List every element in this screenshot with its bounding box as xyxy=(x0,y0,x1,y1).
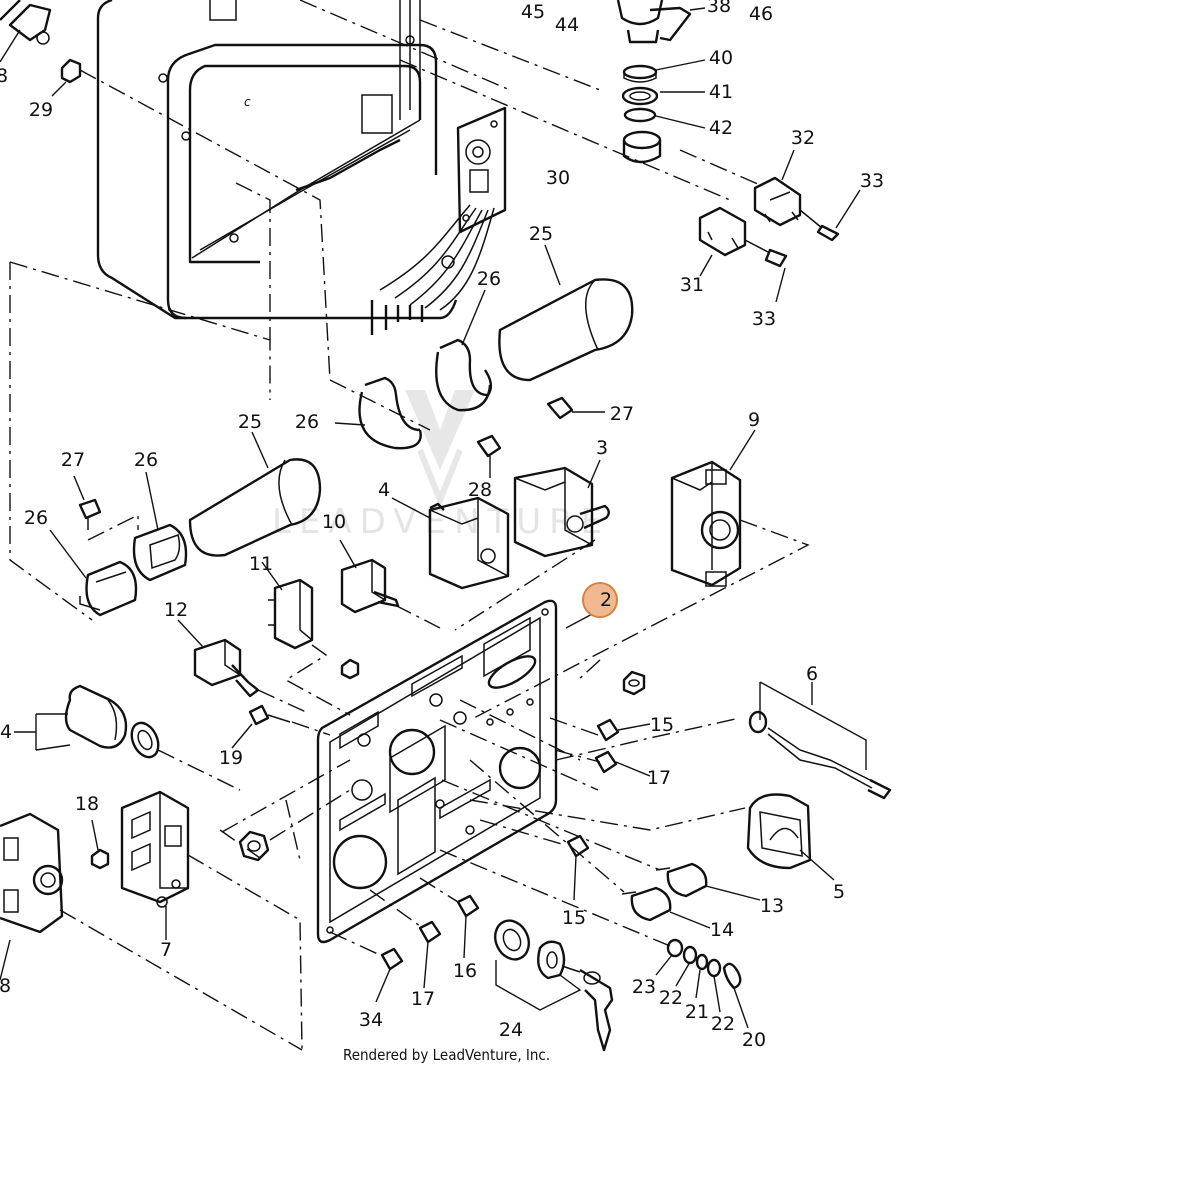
callout-c21: 21 xyxy=(685,1001,709,1023)
callout-c45: 45 xyxy=(521,1,545,23)
parts-31-33-brackets xyxy=(698,149,861,303)
part-12-toggle-switch xyxy=(177,619,260,698)
callout-c26b: 26 xyxy=(295,411,319,433)
callout-c41: 41 xyxy=(709,81,733,103)
part-15-screw-lower xyxy=(566,834,590,901)
callout-c28: 28 xyxy=(468,479,492,501)
part-17-screw-lower xyxy=(418,920,442,989)
callout-c4b: 4 xyxy=(0,721,12,743)
callout-c2: 2 xyxy=(600,589,612,611)
callout-c24: 24 xyxy=(499,1019,523,1041)
part-25-capacitor-left xyxy=(188,431,322,557)
part-10-switch xyxy=(339,539,400,614)
callout-c18: 18 xyxy=(75,793,99,815)
callout-c19: 19 xyxy=(219,747,243,769)
callout-c5: 5 xyxy=(833,881,845,903)
callout-c15b: 15 xyxy=(562,907,586,929)
part-5-meter xyxy=(746,793,835,881)
part-26-clamp-left-b xyxy=(49,529,138,617)
callout-c31: 31 xyxy=(680,274,704,296)
callout-c32: 32 xyxy=(791,127,815,149)
callout-c20: 20 xyxy=(742,1029,766,1051)
callout-c38: 38 xyxy=(707,0,731,17)
part-nut-lower-left xyxy=(238,830,270,862)
callout-c12: 12 xyxy=(164,599,188,621)
callout-c7: 7 xyxy=(160,939,172,961)
callout-c4a: 4 xyxy=(378,479,390,501)
part-4-circuit-breaker xyxy=(391,496,510,590)
part-2-control-panel xyxy=(316,599,597,944)
part-13-terminal xyxy=(655,862,761,901)
callout-c27b: 27 xyxy=(61,449,85,471)
part-11-switch xyxy=(261,561,314,650)
callout-c26d: 26 xyxy=(24,507,48,529)
callout-c22b: 22 xyxy=(711,1013,735,1035)
part-7-gfci-outlet xyxy=(120,790,190,940)
callout-c17b: 17 xyxy=(411,988,435,1010)
callout-c34: 34 xyxy=(359,1009,383,1031)
part-3-circuit-breaker xyxy=(513,459,610,558)
callout-c10: 10 xyxy=(322,511,346,533)
callout-c46: 46 xyxy=(749,3,773,25)
part-30-circuit-board xyxy=(370,106,507,335)
part-nut-right xyxy=(622,670,646,696)
part-27-screw-left xyxy=(73,475,102,530)
callout-c42: 42 xyxy=(709,117,733,139)
callout-c33a: 33 xyxy=(860,170,884,192)
callout-c26c: 26 xyxy=(134,449,158,471)
part-24-key-switch xyxy=(494,919,614,1052)
part-27-screw-upper xyxy=(546,396,605,420)
part-8-top-left xyxy=(0,0,52,63)
part-28-screw xyxy=(476,434,502,478)
part-nut-center xyxy=(340,658,360,680)
callout-c33b: 33 xyxy=(752,308,776,330)
callout-c8b: 8 xyxy=(0,975,11,997)
part-26-clamp-upper xyxy=(435,289,493,412)
part-16-screw xyxy=(456,894,480,959)
part-14-terminal xyxy=(621,886,711,929)
part-18-nut xyxy=(90,819,110,870)
parts-20-23-washers xyxy=(655,938,749,1029)
callout-c9: 9 xyxy=(748,409,760,431)
highlight-marker xyxy=(582,582,618,618)
callout-c6: 6 xyxy=(806,663,818,685)
callout-c25a: 25 xyxy=(529,223,553,245)
callout-c17a: 17 xyxy=(647,767,671,789)
callout-c40: 40 xyxy=(709,47,733,69)
part-15-screw-upper xyxy=(596,718,651,742)
callout-c8a: 8 xyxy=(0,65,8,87)
callout-c26a: 26 xyxy=(477,268,501,290)
part-6-cord xyxy=(748,681,892,800)
part-25-capacitor-upper xyxy=(498,244,634,382)
callout-c13: 13 xyxy=(760,895,784,917)
part-9-receptacle xyxy=(670,429,756,587)
part-8-outlet-bottom xyxy=(0,812,64,981)
part-34-screw xyxy=(375,947,404,1003)
part-19-screw xyxy=(231,704,291,749)
callout-c14: 14 xyxy=(710,919,734,941)
callout-c23: 23 xyxy=(632,976,656,998)
callout-c29: 29 xyxy=(29,99,53,121)
parts-38-42-valve xyxy=(616,0,706,164)
callout-c22a: 22 xyxy=(659,987,683,1009)
part-26-clamp-left-a xyxy=(132,471,188,582)
callout-c15a: 15 xyxy=(650,714,674,736)
enclosure-housing: c xyxy=(96,0,458,320)
part-29-nut xyxy=(51,58,82,97)
callout-c30: 30 xyxy=(546,167,570,189)
part-4-motor-left xyxy=(14,684,160,759)
callout-c11: 11 xyxy=(249,553,273,575)
callout-c3: 3 xyxy=(596,437,608,459)
credit-text: Rendered by LeadVenture, Inc. xyxy=(343,1046,550,1064)
callout-c44: 44 xyxy=(555,14,579,36)
part-17-screw-upper xyxy=(594,750,651,777)
part-26-clamp-mid xyxy=(334,376,422,450)
svg-text:c: c xyxy=(244,95,251,109)
callout-c25b: 25 xyxy=(238,411,262,433)
callout-c16: 16 xyxy=(453,960,477,982)
callout-c27a: 27 xyxy=(610,403,634,425)
